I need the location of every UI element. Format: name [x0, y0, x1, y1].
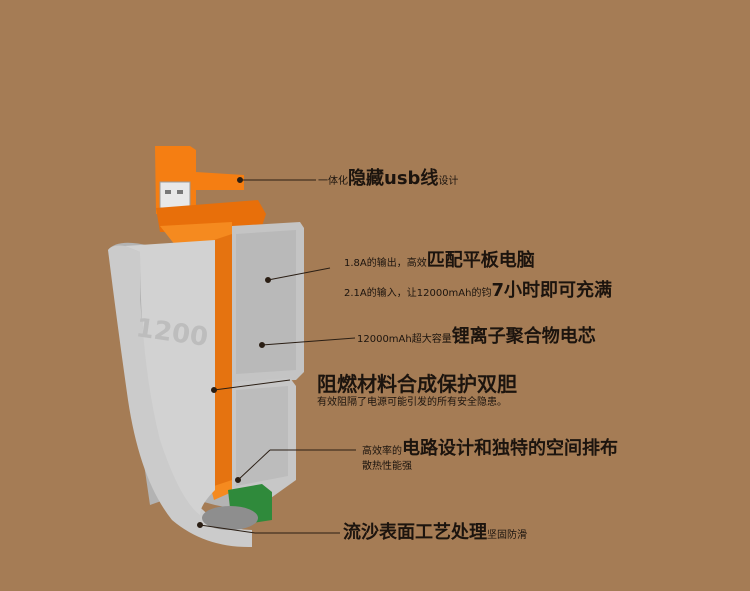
callout-output-highlight: 匹配平板电脑 — [426, 250, 535, 271]
callout-input-highlight: 7小时即可充满 — [491, 280, 613, 301]
callout-input: 2.1A的输入，让12000mAh的钧7小时即可充满 — [344, 282, 612, 300]
callout-flame: 阻燃材料合成保护双胆 有效阻隔了电源可能引发的所有安全隐患。 — [317, 374, 517, 408]
callout-capacity: 12000mAh超大容量锂离子聚合物电芯 — [357, 328, 596, 346]
callout-circuit-sub: 散热性能强 — [362, 461, 412, 472]
callout-surface-highlight: 流沙表面工艺处理 — [343, 522, 487, 543]
callout-flame-highlight: 阻燃材料合成保护双胆 — [317, 372, 517, 396]
callout-flame-sub: 有效阻隔了电源可能引发的所有安全隐患。 — [317, 397, 507, 408]
callout-capacity-prefix: 12000mAh超大容量 — [357, 334, 452, 345]
callout-capacity-highlight: 锂离子聚合物电芯 — [451, 326, 596, 347]
shell-bottom — [202, 506, 258, 530]
callout-usb: 一体化隐藏usb线设计 — [318, 170, 458, 188]
callout-output-prefix: 1.8A的输出，高效 — [344, 258, 427, 269]
callout-circuit-prefix: 高效率的 — [362, 446, 402, 457]
callout-usb-highlight: 隐藏usb线 — [348, 168, 439, 189]
callout-circuit-highlight: 电路设计和独特的空间排布 — [402, 438, 618, 459]
usb-plug — [159, 181, 191, 209]
callout-surface: 流沙表面工艺处理坚固防滑 — [343, 524, 527, 542]
callout-input-prefix: 2.1A的输入，让12000mAh的钧 — [344, 288, 492, 299]
callout-usb-suffix: 设计 — [438, 176, 459, 187]
orange-frame-top — [156, 200, 266, 232]
callout-output: 1.8A的输出，高效匹配平板电脑 — [344, 252, 535, 270]
callout-usb-prefix: 一体化 — [318, 176, 348, 187]
callout-surface-suffix: 坚固防滑 — [487, 530, 527, 541]
callout-circuit: 高效率的电路设计和独特的空间排布 散热性能强 — [362, 440, 618, 472]
